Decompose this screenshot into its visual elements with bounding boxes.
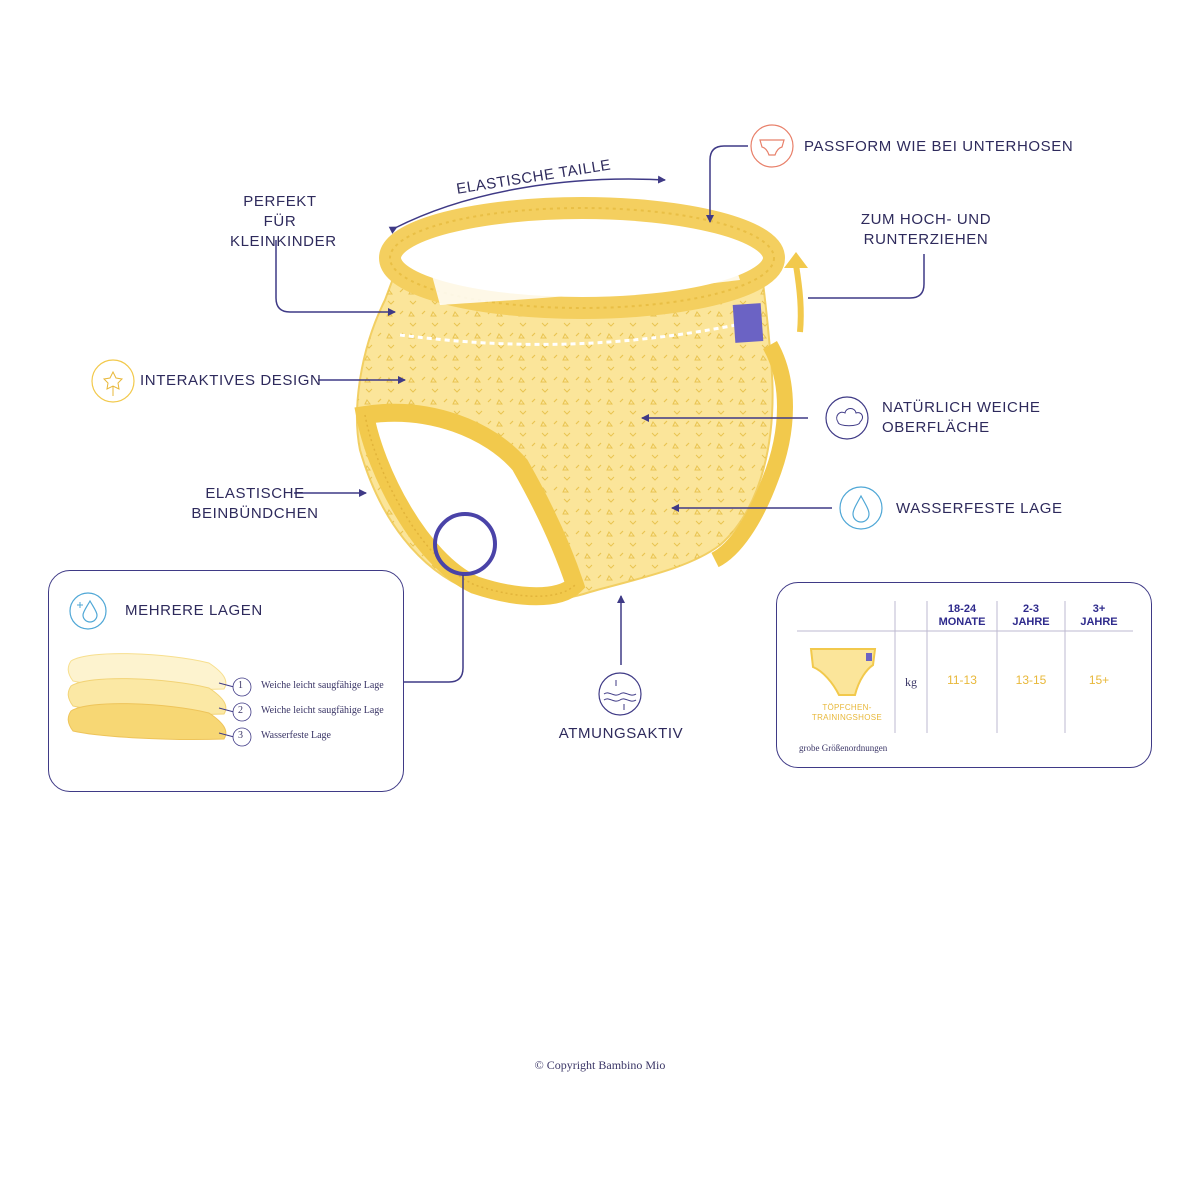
label-soft-line2: OBERFLÄCHE <box>882 419 990 436</box>
size-col-1: 18-24 MONATE <box>927 603 997 629</box>
size-value-3: 15+ <box>1088 673 1110 687</box>
connector-fit <box>706 145 748 223</box>
layer-num-3: 3 <box>238 730 243 741</box>
layer-text-1: Weiche leicht saugfähige Lage <box>261 680 384 691</box>
connector-perfect <box>275 240 396 316</box>
label-interactive-design: INTERAKTIVES DESIGN <box>140 372 322 389</box>
label-perfect-for-toddlers: PERFEKT FÜR KLEINKINDER <box>230 192 337 252</box>
label-fit: PASSFORM WIE BEI UNTERHOSEN <box>804 138 1074 155</box>
size-table-panel: 18-24 MONATE 2-3 JAHRE 3+ JAHRE kg 11-13… <box>776 582 1152 768</box>
water-drop-icon <box>839 486 883 530</box>
label-natural-soft: NATÜRLICH WEICHE OBERFLÄCHE <box>882 398 1041 438</box>
layer-text-2: Weiche leicht saugfähige Lage <box>261 705 384 716</box>
label-perfect-line2: KLEINKINDER <box>230 233 337 250</box>
size-value-1: 11-13 <box>947 673 977 687</box>
label-soft-line1: NATÜRLICH WEICHE <box>882 399 1041 416</box>
label-elastic-leg: ELASTISCHE BEINBÜNDCHEN <box>180 484 330 524</box>
layers-icon <box>69 592 107 630</box>
layer-text-3: Wasserfeste Lage <box>261 730 331 741</box>
size-col-3: 3+ JAHRE <box>1065 603 1133 629</box>
product-line1: TÖPFCHEN- <box>822 703 872 712</box>
training-pants-illustration <box>354 197 793 606</box>
label-pull-line2: RUNTERZIEHEN <box>863 231 989 248</box>
copyright-text: © Copyright Bambino Mio <box>534 1058 666 1072</box>
size-col-2-line1: 2-3 <box>1023 603 1039 615</box>
layer-num-1: 1 <box>238 680 243 691</box>
size-col-1-line2: MONATE <box>938 616 986 628</box>
size-col-2-line2: JAHRE <box>1012 616 1050 628</box>
layers-graphics <box>67 592 252 747</box>
product-name: TÖPFCHEN- TRAININGSHOSE <box>797 703 897 723</box>
size-table-graphics <box>797 601 1133 733</box>
label-waterproof-layer: WASSERFESTE LAGE <box>896 500 1063 517</box>
size-col-3-line2: JAHRE <box>1080 616 1118 628</box>
size-value-2: 13-15 <box>1015 673 1047 687</box>
layers-panel: MEHRERE LAGEN 1 Weiche leicht saugfähige… <box>48 570 404 792</box>
size-row-unit: kg <box>905 675 917 689</box>
underwear-icon <box>750 124 794 168</box>
size-col-1-line1: 18-24 <box>947 603 977 615</box>
label-pull-up-down: ZUM HOCH- UND RUNTERZIEHEN <box>850 210 1002 250</box>
label-breathable: ATMUNGSAKTIV <box>558 725 684 742</box>
connector-pull <box>808 254 925 299</box>
magic-wand-icon <box>91 359 135 403</box>
layer-num-2: 2 <box>238 705 243 716</box>
elastic-waist-arrow <box>388 175 666 234</box>
airflow-icon <box>598 672 642 716</box>
size-col-3-line1: 3+ <box>1092 603 1106 615</box>
cotton-icon <box>825 396 869 440</box>
product-line2: TRAININGSHOSE <box>811 713 883 722</box>
label-leg-line2: BEINBÜNDCHEN <box>191 505 319 522</box>
label-leg-line1: ELASTISCHE <box>205 485 305 502</box>
label-perfect-line1: PERFEKT FÜR <box>243 193 317 230</box>
connector-layers <box>404 575 464 683</box>
pull-up-arrow <box>793 264 804 333</box>
training-pants-thumbnail-icon <box>809 648 877 696</box>
label-pull-line1: ZUM HOCH- UND <box>860 211 992 228</box>
size-footnote: grobe Größenordnungen <box>799 743 888 753</box>
layers-title: MEHRERE LAGEN <box>125 602 263 619</box>
size-col-2: 2-3 JAHRE <box>997 603 1065 629</box>
